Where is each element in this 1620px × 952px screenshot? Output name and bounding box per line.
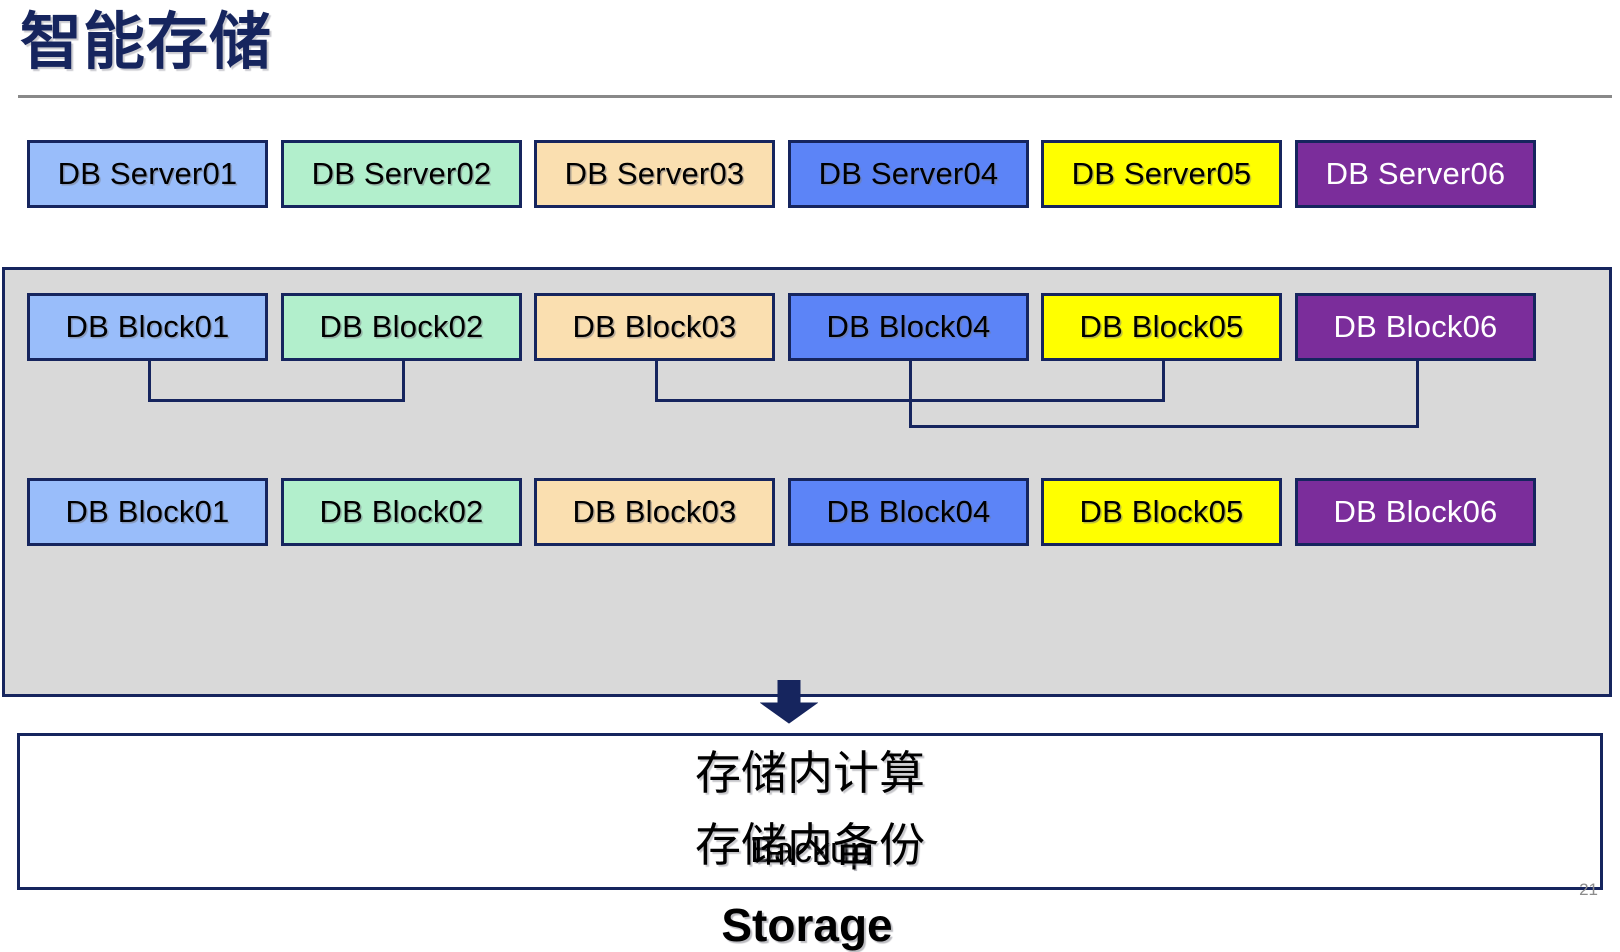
db-block-box-primary-label: DB Block02 <box>319 309 484 344</box>
db-server-row: DB Server01 DB Server02 DB Server03 DB Serv… <box>27 140 1536 208</box>
db-server-box-label: DB Server03 <box>564 156 745 191</box>
db-block-box-backup-5[interactable]: DB Block05 <box>1041 478 1282 546</box>
db-block-box-primary-label: DB Block05 <box>1079 309 1244 344</box>
db-block-box-backup-label: DB Block04 <box>826 494 991 529</box>
db-block-box-backup-6[interactable]: DB Block06 <box>1295 478 1536 546</box>
db-server-box-label: DB Server01 <box>57 156 238 191</box>
caption-line-1: 存储内计算 <box>695 747 925 799</box>
backup-panel: DB Block01 DB Block02 DB Block03 DB Block04… <box>17 478 1603 890</box>
db-block-box-backup-2[interactable]: DB Block02 <box>281 478 522 546</box>
db-block-box-primary-3[interactable]: DB Block03 <box>534 293 775 361</box>
db-block-box-primary-label: DB Block03 <box>572 309 737 344</box>
connector-segment <box>909 361 912 428</box>
backup-label: Backup <box>749 829 871 870</box>
db-block-box-primary-2[interactable]: DB Block02 <box>281 293 522 361</box>
db-block-box-primary-label: DB Block04 <box>826 309 991 344</box>
db-block-box-backup-3[interactable]: DB Block03 <box>534 478 775 546</box>
connector-segment <box>148 399 405 402</box>
db-server-box-6[interactable]: DB Server06 <box>1295 140 1536 208</box>
db-block-box-primary-4[interactable]: DB Block04 <box>788 293 1029 361</box>
db-block-box-primary-label: DB Block01 <box>65 309 230 344</box>
connector-segment <box>655 361 658 402</box>
db-block-box-backup-label: DB Block05 <box>1079 494 1244 529</box>
down-arrow-icon <box>759 679 819 724</box>
db-server-box-4[interactable]: DB Server04 <box>788 140 1029 208</box>
connector-segment <box>1416 361 1419 428</box>
db-block-box-backup-1[interactable]: DB Block01 <box>27 478 268 546</box>
connector-segment <box>1162 361 1165 402</box>
db-block-box-backup-label: DB Block01 <box>65 494 230 529</box>
db-block-box-backup-label: DB Block02 <box>319 494 484 529</box>
db-block-box-backup-4[interactable]: DB Block04 <box>788 478 1029 546</box>
connector-segment <box>402 361 405 402</box>
db-server-box-5[interactable]: DB Server05 <box>1041 140 1282 208</box>
db-server-box-1[interactable]: DB Server01 <box>27 140 268 208</box>
db-server-box-label: DB Server05 <box>1071 156 1252 191</box>
db-block-box-primary-1[interactable]: DB Block01 <box>27 293 268 361</box>
db-block-box-primary-5[interactable]: DB Block05 <box>1041 293 1282 361</box>
db-block-box-backup-label: DB Block06 <box>1333 494 1498 529</box>
db-server-box-2[interactable]: DB Server02 <box>281 140 522 208</box>
storage-container: DB Block01 DB Block02 DB Block03 DB Block04… <box>2 267 1612 951</box>
page-title: 智能存储 <box>20 8 273 77</box>
db-server-box-label: DB Server04 <box>818 156 999 191</box>
db-server-box-label: DB Server02 <box>311 156 492 191</box>
title-divider <box>18 95 1612 98</box>
page-number: 21 <box>1579 880 1598 899</box>
connector-segment <box>148 361 151 402</box>
caption-block: 存储内计算 存储内备份 <box>0 737 1620 881</box>
caption-line-2: 存储内备份 <box>695 819 925 871</box>
db-block-box-primary-label: DB Block06 <box>1333 309 1498 344</box>
db-server-box-label: DB Server06 <box>1325 156 1506 191</box>
db-server-box-3[interactable]: DB Server03 <box>534 140 775 208</box>
connector-segment <box>909 425 1419 428</box>
db-block-box-primary-6[interactable]: DB Block06 <box>1295 293 1536 361</box>
db-block-box-backup-label: DB Block03 <box>572 494 737 529</box>
storage-label: Storage <box>721 899 893 951</box>
